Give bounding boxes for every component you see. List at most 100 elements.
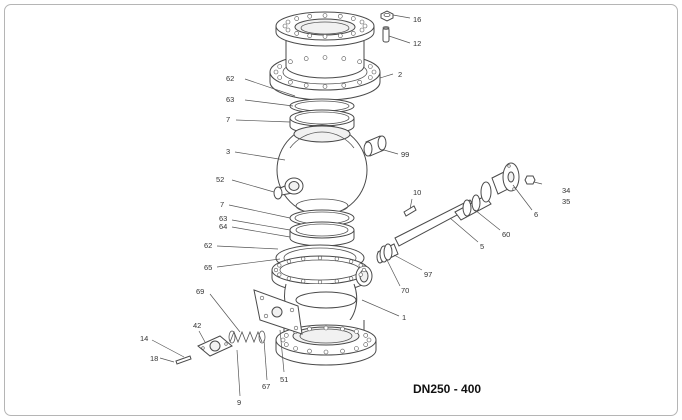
bearing-99 — [363, 135, 387, 157]
bolt-hole — [362, 23, 368, 29]
bolt-hole — [322, 84, 328, 89]
stem-assembly — [394, 162, 520, 247]
callout-6: 6 — [534, 210, 538, 219]
bolt-hole — [288, 59, 293, 65]
bolt-hole — [288, 80, 293, 85]
callout-52: 52 — [216, 175, 224, 184]
nut-16 — [380, 10, 394, 22]
callout-42: 42 — [193, 321, 201, 330]
bolt-hole — [294, 31, 300, 36]
bolt-hole — [303, 83, 309, 88]
bolt-hole — [322, 34, 328, 39]
callout-63-upper: 63 — [226, 95, 234, 104]
bolt-hole — [357, 80, 362, 85]
bolt-hole — [350, 31, 356, 36]
bolt-hole — [350, 16, 356, 21]
bolt-hole — [366, 337, 372, 343]
ball — [273, 124, 368, 216]
bolt-hole — [273, 69, 279, 75]
bolt-hole — [367, 75, 373, 80]
bolt-hole — [334, 279, 339, 284]
bolt-hole — [359, 19, 365, 25]
bolt-hole — [307, 33, 313, 39]
bolt-hole — [307, 326, 312, 332]
bolt-hole — [349, 276, 354, 281]
bolt-hole — [307, 348, 312, 354]
bolt-hole — [273, 267, 279, 273]
bolt-hole — [317, 255, 323, 261]
bolt-hole — [371, 69, 377, 75]
callout-14: 14 — [140, 334, 148, 343]
bolt-hole — [277, 75, 283, 80]
bolt-hole — [280, 337, 286, 343]
bolt-hole — [307, 13, 313, 19]
bolt-hole — [363, 342, 369, 347]
bolt-hole — [285, 19, 291, 25]
callout-99: 99 — [401, 150, 409, 159]
bolt-hole — [361, 267, 367, 273]
cover-plate-42 — [197, 335, 233, 357]
bolt-hole — [286, 259, 292, 264]
callout-35: 35 — [562, 197, 570, 206]
bolt-hole — [323, 325, 329, 331]
callout-63-lower: 63 — [219, 214, 227, 223]
bolt-hole — [359, 27, 365, 33]
drawing-caption: DN250 - 400 — [413, 382, 482, 396]
callout-7-lower: 7 — [220, 200, 224, 209]
callout-60: 60 — [502, 230, 510, 239]
callout-67: 67 — [262, 382, 270, 391]
bolt-hole — [337, 33, 343, 39]
bolt-hole — [367, 64, 373, 69]
bolt-hole — [334, 256, 339, 262]
bolt-hole — [283, 333, 289, 338]
bolt-hole — [357, 59, 362, 65]
callout-7-upper: 7 — [226, 115, 230, 124]
bolt-hole — [363, 333, 369, 338]
bolt-hole — [349, 259, 354, 264]
bolt-hole — [277, 64, 283, 69]
bolt-hole — [283, 342, 289, 347]
callout-62-upper: 62 — [226, 74, 234, 83]
bolt-hole — [293, 346, 298, 351]
bolt-hole — [354, 329, 359, 334]
callout-64: 64 — [219, 222, 227, 231]
callout-65: 65 — [204, 263, 212, 272]
valve-body — [271, 244, 377, 366]
lower-seat-rings — [289, 209, 355, 247]
bolt-hole — [277, 263, 282, 268]
bolt-hole — [337, 13, 343, 19]
callout-3: 3 — [226, 147, 230, 156]
callout-2: 2 — [398, 70, 402, 79]
bolt-hole — [317, 279, 323, 285]
callout-10: 10 — [413, 188, 421, 197]
callout-97: 97 — [424, 270, 432, 279]
callout-51: 51 — [280, 375, 288, 384]
bolt-hole — [341, 83, 347, 88]
spring-9 — [228, 330, 266, 344]
callout-16: 16 — [413, 15, 421, 24]
callout-69: 69 — [196, 287, 204, 296]
screw-34 — [524, 175, 543, 185]
packing-70 — [379, 243, 393, 263]
mounting-plate-51 — [253, 289, 303, 335]
bolt-hole — [358, 263, 363, 268]
callout-34: 34 — [562, 186, 570, 195]
bolt-hole — [294, 16, 300, 21]
bolt-hole — [322, 13, 328, 18]
bolt-hole — [303, 56, 309, 61]
callout-62-lower: 62 — [204, 241, 212, 250]
bolt-hole — [301, 256, 306, 262]
bolt-hole — [286, 276, 292, 281]
key-10 — [403, 205, 417, 217]
bolt-hole — [340, 326, 345, 332]
leader-lines — [151, 14, 533, 397]
bolt-hole — [277, 272, 282, 277]
bolt-hole — [340, 348, 345, 354]
callout-5: 5 — [480, 242, 484, 251]
bolt-hole — [285, 27, 291, 33]
stud-12 — [382, 26, 390, 43]
screw-18 — [175, 355, 192, 365]
callout-labels: 16 12 2 62 63 7 99 3 52 10 34 35 6 7 63 … — [140, 15, 570, 407]
bolt-hole — [358, 272, 363, 277]
callout-12: 12 — [413, 39, 421, 48]
